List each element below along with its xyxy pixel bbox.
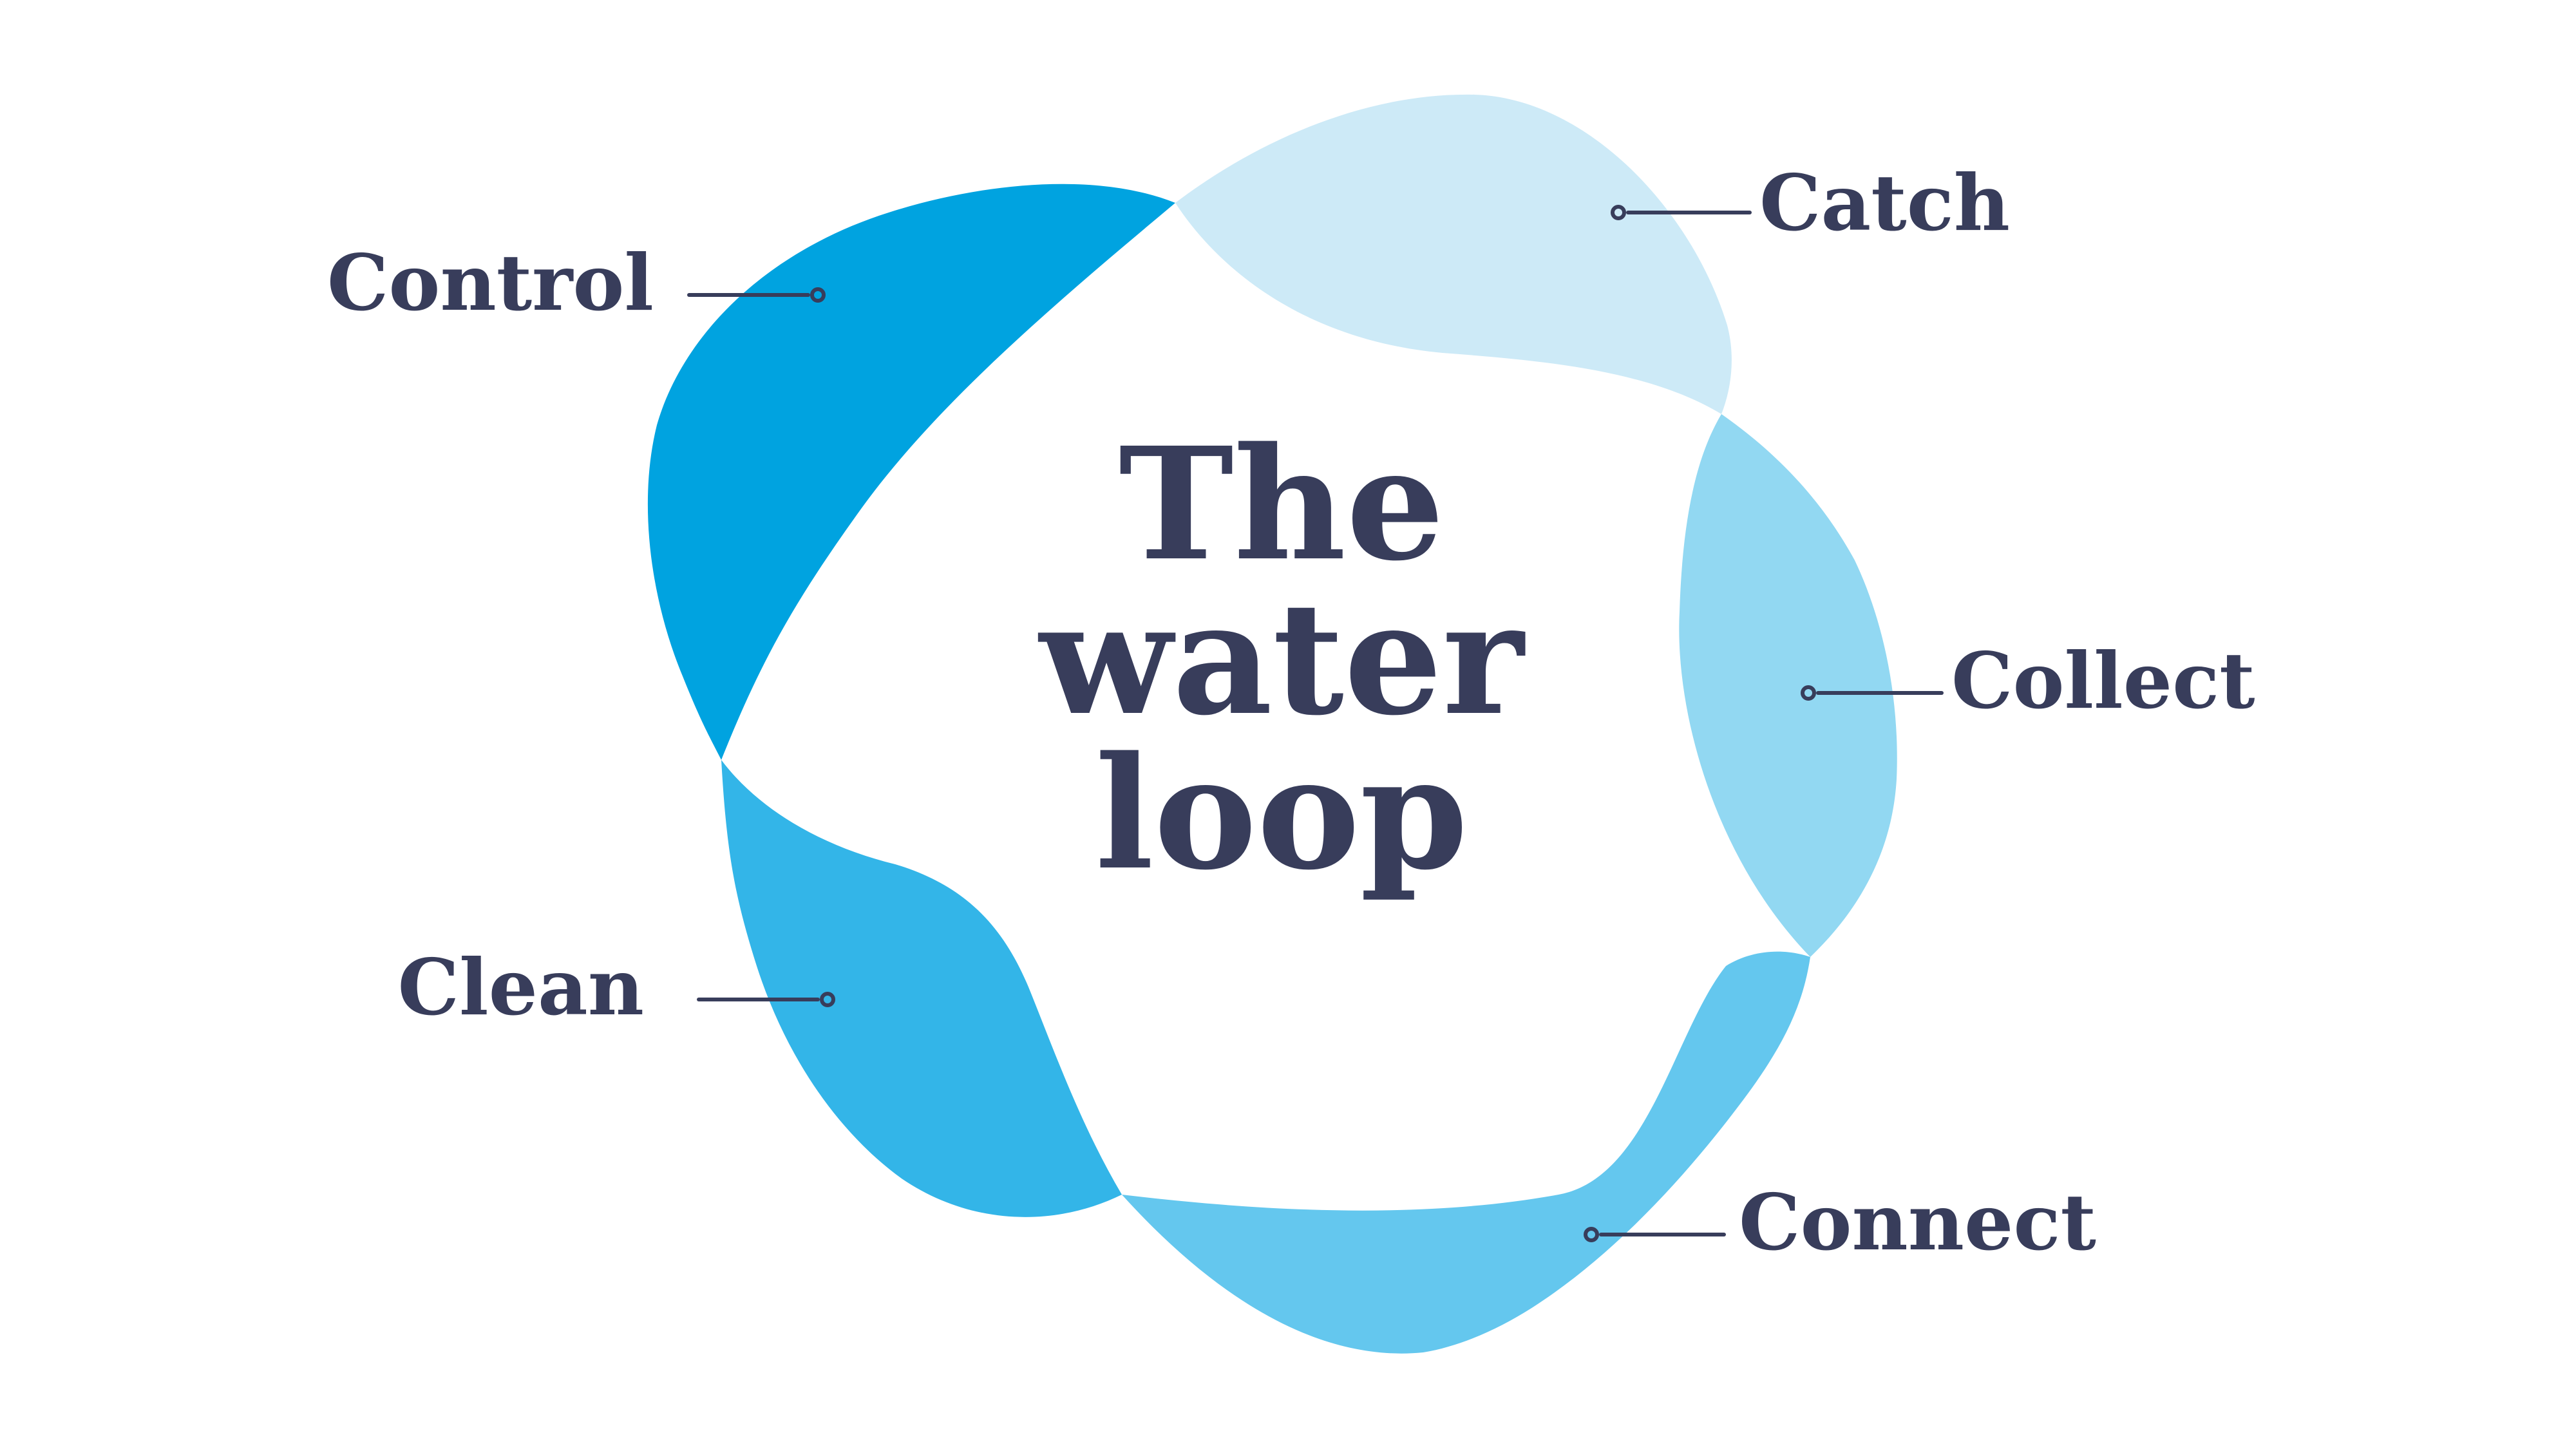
diagram-title: The water loop bbox=[1037, 413, 1526, 904]
control-annotation: Control bbox=[327, 238, 826, 328]
collect-leader-dot bbox=[1801, 685, 1816, 701]
clean-leader-dot bbox=[820, 992, 835, 1007]
segment-collect-shape bbox=[1679, 414, 1897, 957]
connect-annotation: Connect bbox=[1584, 1177, 2096, 1268]
label-catch: Catch bbox=[1759, 158, 2010, 249]
catch-annotation: Catch bbox=[1611, 158, 2010, 249]
segment-catch-shape bbox=[1175, 94, 1732, 414]
loop-shapes bbox=[647, 94, 1897, 1354]
segment-control-shape bbox=[647, 184, 1175, 760]
label-collect: Collect bbox=[1951, 636, 2255, 726]
segment-clean-shape bbox=[721, 760, 1122, 1217]
title-line-1: The bbox=[1119, 413, 1444, 595]
connect-leader-dot bbox=[1584, 1227, 1599, 1242]
title-line-2: water bbox=[1037, 568, 1526, 750]
catch-leader-dot bbox=[1611, 205, 1626, 220]
title-line-3: loop bbox=[1095, 723, 1468, 904]
label-clean: Clean bbox=[398, 942, 644, 1033]
label-control: Control bbox=[327, 238, 654, 328]
label-connect: Connect bbox=[1739, 1177, 2096, 1268]
segment-connect-shape bbox=[1122, 951, 1810, 1354]
control-leader-dot bbox=[810, 287, 826, 303]
clean-annotation: Clean bbox=[398, 942, 835, 1033]
collect-annotation: Collect bbox=[1801, 636, 2255, 726]
